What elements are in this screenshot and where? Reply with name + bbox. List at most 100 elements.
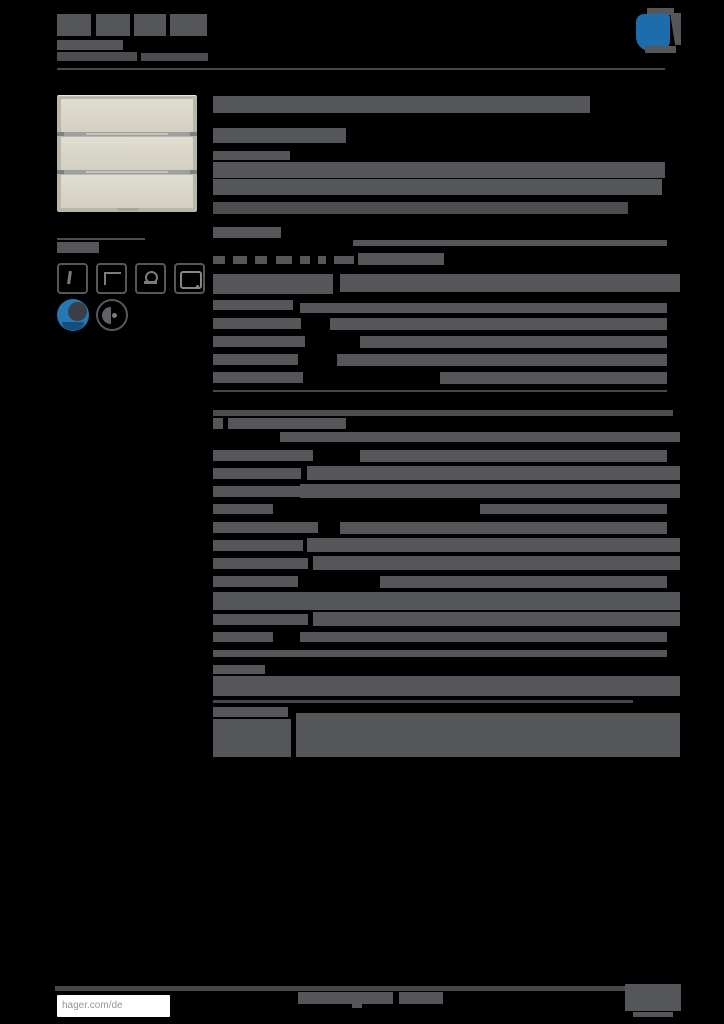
- redacted-text-bar: [360, 336, 667, 348]
- redacted-text-bar: [307, 466, 680, 480]
- redacted-text-bar: [213, 700, 633, 703]
- redacted-text-bar: [213, 410, 673, 416]
- rocker-bottom: [61, 175, 193, 208]
- redacted-text-bar: [276, 256, 292, 264]
- certification-icon-1: [57, 263, 88, 294]
- brand-logo: [636, 8, 684, 54]
- redacted-text-bar: [213, 522, 318, 533]
- redacted-text-bar: [213, 632, 273, 642]
- redacted-text-bar: [213, 418, 223, 429]
- redacted-text-bar: [213, 592, 680, 610]
- redacted-text-bar: [300, 484, 680, 498]
- redacted-text-bar: [300, 632, 667, 642]
- logo-base: [645, 46, 676, 53]
- certification-icon-3: [135, 263, 166, 294]
- redacted-text-bar: [233, 256, 247, 264]
- redacted-text-bar: [57, 14, 91, 36]
- redacted-text-bar: [141, 53, 208, 61]
- logo-top-accent: [647, 8, 674, 15]
- logo-wedge: [669, 13, 681, 45]
- redacted-text-bar: [213, 650, 667, 657]
- redacted-text-bar: [213, 179, 662, 195]
- redacted-text-bar: [307, 538, 680, 552]
- redacted-text-bar: [213, 450, 313, 461]
- redacted-text-bar: [57, 68, 665, 70]
- redacted-text-bar: [213, 676, 680, 696]
- redacted-text-bar: [213, 227, 281, 238]
- rocker-divider: [59, 132, 195, 136]
- redacted-text-bar: [353, 240, 667, 246]
- website-link-box[interactable]: hager.com/de: [57, 995, 170, 1017]
- redacted-text-bar: [213, 274, 333, 294]
- redacted-text-bar: [57, 238, 145, 240]
- redacted-text-bar: [213, 202, 628, 214]
- redacted-text-bar: [298, 992, 393, 1004]
- redacted-text-bar: [213, 151, 290, 160]
- mode-icon: [96, 299, 128, 331]
- redacted-text-bar: [399, 992, 443, 1004]
- redacted-text-bar: [213, 162, 665, 178]
- redacted-text-bar: [358, 253, 444, 265]
- certification-icon-2: [96, 263, 127, 294]
- frame-notch: [57, 132, 64, 136]
- redacted-text-bar: [213, 504, 273, 514]
- redacted-text-bar: [337, 354, 667, 366]
- redacted-text-bar: [134, 14, 166, 36]
- redacted-text-bar: [340, 522, 667, 534]
- redacted-text-bar: [213, 558, 308, 569]
- redacted-text-bar: [213, 665, 265, 674]
- redacted-text-bar: [213, 719, 291, 757]
- redacted-text-bar: [213, 707, 288, 717]
- frame-notch: [190, 170, 197, 174]
- redacted-text-bar: [480, 504, 667, 514]
- redacted-text-bar: [213, 128, 346, 143]
- logo-blue-mark: [636, 14, 670, 51]
- redacted-text-bar: [313, 612, 680, 626]
- redacted-text-bar: [633, 1012, 673, 1017]
- redacted-text-bar: [170, 14, 207, 36]
- redacted-text-bar: [296, 713, 680, 757]
- redacted-text-bar: [440, 372, 667, 384]
- product-label-mark: [117, 208, 139, 211]
- redacted-text-bar: [228, 418, 346, 429]
- redacted-text-bar: [57, 52, 137, 61]
- redacted-text-bar: [55, 986, 681, 991]
- redacted-text-bar: [300, 256, 310, 264]
- redacted-text-bar: [318, 256, 326, 264]
- redacted-text-bar: [213, 96, 590, 113]
- rocker-divider: [59, 170, 195, 174]
- redacted-text-bar: [213, 486, 308, 497]
- knx-icon: [57, 299, 89, 331]
- redacted-text-bar: [213, 614, 308, 625]
- redacted-text-bar: [255, 256, 267, 264]
- redacted-text-bar: [213, 540, 303, 551]
- redacted-text-bar: [300, 303, 667, 313]
- redacted-text-bar: [625, 984, 681, 1011]
- certification-icon-4: [174, 263, 205, 294]
- redacted-text-bar: [213, 354, 298, 365]
- redacted-text-bar: [380, 576, 667, 588]
- redacted-text-bar: [213, 576, 298, 587]
- redacted-text-bar: [280, 432, 680, 442]
- redacted-text-bar: [213, 468, 301, 479]
- frame-notch: [190, 132, 197, 136]
- redacted-text-bar: [313, 556, 680, 570]
- redacted-text-bar: [330, 318, 667, 330]
- rocker-top: [61, 99, 193, 132]
- rocker-middle: [61, 137, 193, 170]
- redacted-text-bar: [352, 1003, 362, 1008]
- product-photo: [57, 95, 197, 212]
- redacted-text-bar: [213, 318, 301, 329]
- redacted-text-bar: [340, 274, 680, 292]
- redacted-text-bar: [213, 390, 667, 392]
- redacted-text-bar: [213, 300, 293, 310]
- redacted-text-bar: [96, 14, 130, 36]
- redacted-text-bar: [213, 256, 225, 264]
- redacted-text-bar: [57, 40, 123, 50]
- redacted-text-bar: [57, 242, 99, 253]
- frame-notch: [57, 170, 64, 174]
- redacted-text-bar: [334, 256, 354, 264]
- website-link[interactable]: hager.com/de: [62, 1000, 123, 1011]
- redacted-text-bar: [213, 336, 305, 347]
